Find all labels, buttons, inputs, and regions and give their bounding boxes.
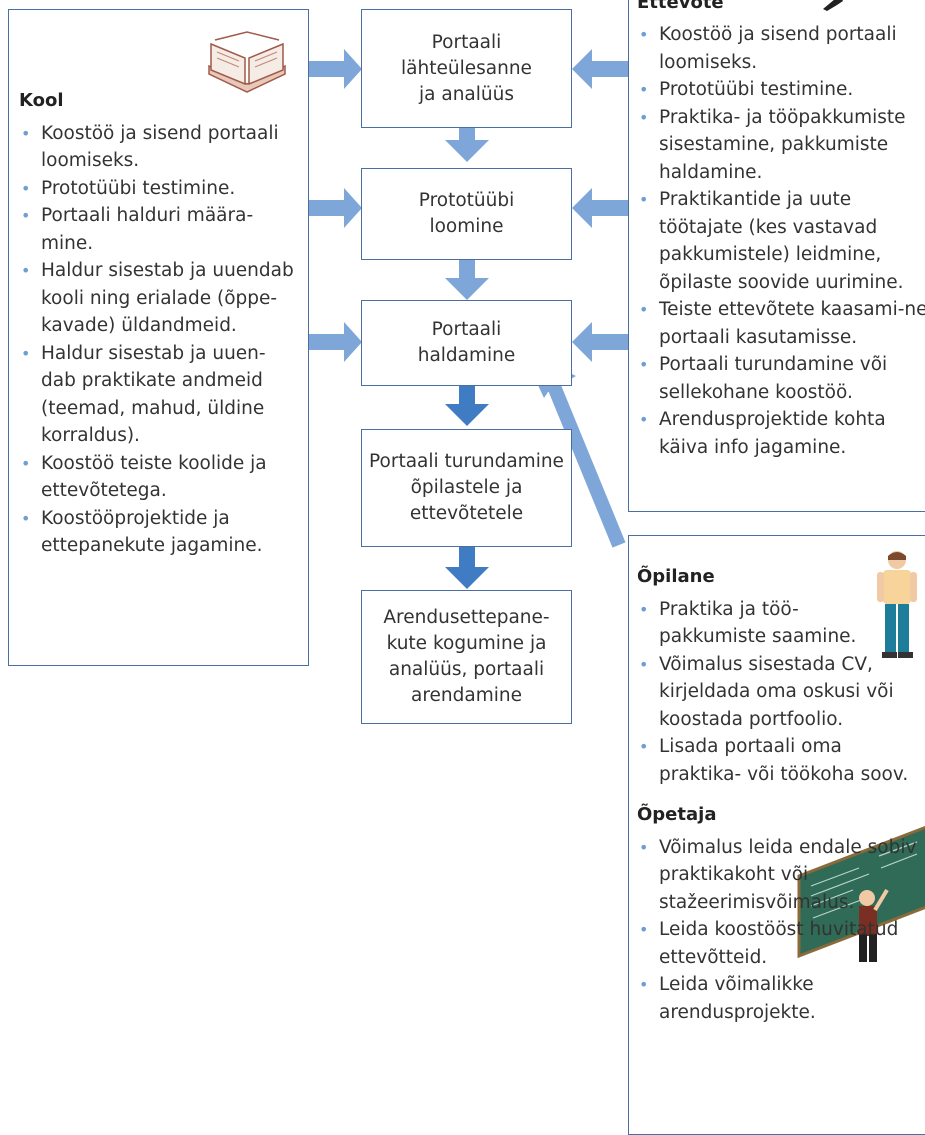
arrow-ettevote-to-b1 bbox=[572, 49, 628, 89]
ettevote-panel: Ettevõte Koostöö ja sisend portaali loom… bbox=[628, 0, 925, 512]
box-prototype-label: Prototüübi loomine bbox=[418, 190, 515, 237]
arrow-b4-to-b5 bbox=[445, 547, 489, 589]
process-box-marketing: Portaali turundamine õpilastele ja ettev… bbox=[361, 429, 572, 547]
opilane-title: Õpilane bbox=[637, 566, 715, 587]
kool-item-3: Portaali halduri määra-mine. bbox=[19, 202, 298, 257]
box-development-label: Arendusettepane- kute kogumine ja analüü… bbox=[383, 607, 550, 706]
kool-item-7: Koostööprojektide ja ettepanekute jagami… bbox=[19, 505, 298, 560]
arrow-ettevote-to-b2 bbox=[572, 188, 628, 228]
opetaja-item-1: Võimalus leida endale sobiv praktikakoht… bbox=[637, 834, 925, 917]
kool-item-5: Haldur sisestab ja uuen-dab praktikate a… bbox=[19, 340, 298, 450]
arrow-kool-to-b2 bbox=[309, 188, 362, 228]
book-icon bbox=[208, 31, 286, 93]
opetaja-item-3: Leida võimalikke arendusprojekte. bbox=[637, 971, 925, 1026]
arrow-ettevote-to-b3 bbox=[572, 322, 628, 362]
opetaja-list: Võimalus leida endale sobiv praktikakoht… bbox=[637, 834, 925, 1027]
ettevote-list: Koostöö ja sisend portaali loomiseks. Pr… bbox=[637, 21, 925, 461]
kool-item-6: Koostöö teiste koolide ja ettevõtetega. bbox=[19, 450, 298, 505]
kool-item-1: Koostöö ja sisend portaali loomiseks. bbox=[19, 120, 298, 175]
box-admin-label: Portaali haldamine bbox=[417, 319, 516, 366]
arrow-b2-to-b3 bbox=[445, 260, 489, 300]
arrow-kool-to-b3 bbox=[309, 322, 362, 362]
process-box-admin: Portaali haldamine bbox=[361, 300, 572, 386]
box-start-label: Portaali lähteülesanne ja analüüs bbox=[401, 31, 532, 105]
ettevote-item-1: Koostöö ja sisend portaali loomiseks. bbox=[637, 21, 925, 76]
ettevote-item-3: Praktika- ja tööpakkumiste sisestamine, … bbox=[637, 104, 925, 187]
arrow-b1-to-b2 bbox=[445, 128, 489, 162]
process-box-prototype: Prototüübi loomine bbox=[361, 168, 572, 260]
opilane-opetaja-panel: Õpilane Praktika ja töö-pakkumiste saami… bbox=[628, 535, 925, 1135]
ettevote-item-5: Teiste ettevõtete kaasami-ne portaali ka… bbox=[637, 296, 925, 351]
box-marketing-label: Portaali turundamine õpilastele ja ettev… bbox=[369, 451, 564, 524]
opetaja-item-2: Leida koostööst huvitatud ettevõtteid. bbox=[637, 916, 925, 971]
opilane-item-2: Võimalus sisestada CV, kirjeldada oma os… bbox=[637, 651, 925, 734]
opilane-item-3: Lisada portaali oma praktika- või töökoh… bbox=[637, 733, 925, 788]
opetaja-title: Õpetaja bbox=[637, 804, 717, 826]
opilane-item-1: Praktika ja töö-pakkumiste saamine. bbox=[637, 596, 925, 651]
process-box-development: Arendusettepane- kute kogumine ja analüü… bbox=[361, 590, 572, 724]
kool-item-2: Prototüübi testimine. bbox=[19, 175, 298, 203]
ettevote-item-6: Portaali turundamine või sellekohane koo… bbox=[637, 351, 925, 406]
ettevote-item-2: Prototüübi testimine. bbox=[637, 76, 925, 104]
kool-item-4: Haldur sisestab ja uuendab kooli ning er… bbox=[19, 257, 298, 340]
opilane-list: Praktika ja töö-pakkumiste saamine. Võim… bbox=[637, 596, 925, 789]
kool-panel: Kool Koostöö ja sisend portaali loomisek… bbox=[8, 9, 309, 666]
kool-list: Koostöö ja sisend portaali loomiseks. Pr… bbox=[19, 120, 298, 560]
arrow-kool-to-b1 bbox=[309, 49, 362, 89]
arrow-b3-to-b4 bbox=[445, 386, 489, 426]
pointing-hand-icon bbox=[823, 0, 843, 11]
kool-title: Kool bbox=[19, 90, 64, 111]
ettevote-item-7: Arendusprojektide kohta käiva info jagam… bbox=[637, 406, 925, 461]
ettevote-item-4: Praktikantide ja uute töötajate (kes vas… bbox=[637, 186, 925, 296]
ettevote-title: Ettevõte bbox=[637, 0, 724, 13]
process-box-start: Portaali lähteülesanne ja analüüs bbox=[361, 9, 572, 128]
